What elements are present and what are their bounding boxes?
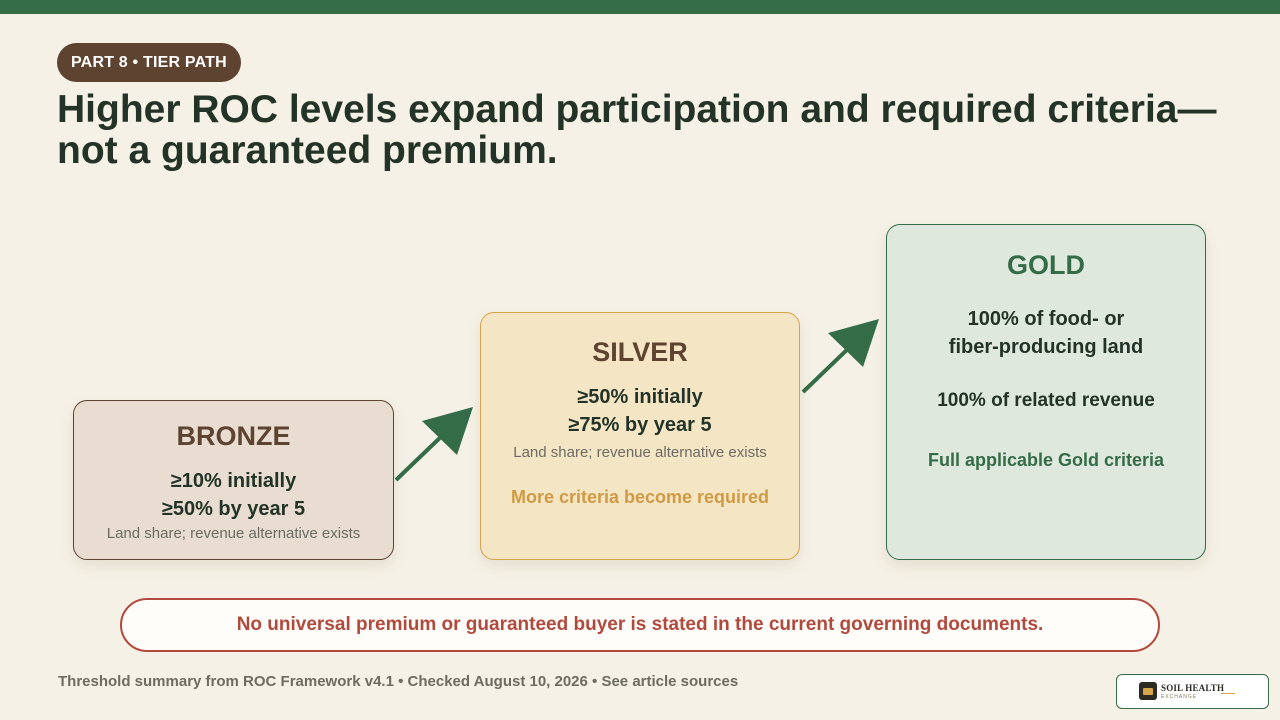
title-line-2: not a guaranteed premium.	[57, 129, 558, 172]
barn-logo-icon	[1139, 682, 1157, 700]
silver-year5: ≥75% by year 5	[568, 414, 712, 436]
section-pill: PART 8 • TIER PATH	[57, 43, 241, 82]
soil-health-exchange-logo: SOIL HEALTH EXCHANGE	[1116, 674, 1269, 709]
logo-name: SOIL HEALTH	[1161, 683, 1225, 693]
bronze-note: Land share; revenue alternative exists	[106, 525, 361, 542]
gold-tier-name: GOLD	[1007, 250, 1085, 280]
source-footer: Threshold summary from ROC Framework v4.…	[58, 673, 739, 690]
silver-initial: ≥50% initially	[577, 386, 703, 408]
slide-title: Higher ROC levels expand participation a…	[57, 89, 1247, 171]
bronze-year5: ≥50% by year 5	[161, 498, 306, 520]
silver-tier-name: SILVER	[592, 337, 688, 367]
gold-land-line1: 100% of food- or	[967, 308, 1125, 330]
gold-land-line2: fiber-producing land	[948, 336, 1144, 358]
silver-card: SILVER ≥50% initially ≥75% by year 5 Lan…	[480, 312, 800, 560]
arrow-silver-to-gold	[801, 319, 879, 394]
disclaimer-banner: No universal premium or guaranteed buyer…	[120, 598, 1160, 652]
silver-note: Land share; revenue alternative exists	[513, 444, 767, 461]
gold-revenue: 100% of related revenue	[937, 390, 1155, 411]
bronze-initial: ≥10% initially	[170, 470, 297, 492]
top-accent-bar	[0, 0, 1280, 14]
title-line-1: Higher ROC levels expand participation a…	[57, 88, 1217, 131]
silver-emphasis: More criteria become required	[510, 487, 770, 507]
bronze-card: BRONZE ≥10% initially ≥50% by year 5 Lan…	[73, 400, 394, 560]
gold-card: GOLD 100% of food- or fiber-producing la…	[886, 224, 1206, 560]
arrow-bronze-to-silver	[394, 407, 473, 482]
gold-emphasis: Full applicable Gold criteria	[927, 450, 1165, 470]
logo-sub: EXCHANGE	[1161, 694, 1198, 700]
bronze-tier-name: BRONZE	[176, 421, 291, 451]
logo-rule	[1221, 693, 1235, 694]
